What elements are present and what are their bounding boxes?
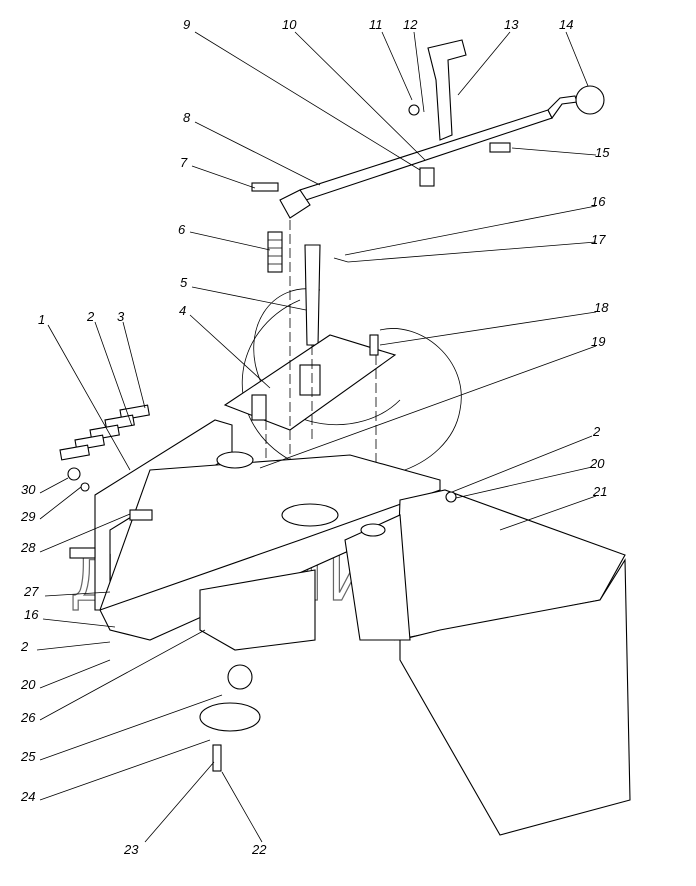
nut-11 xyxy=(408,104,420,116)
spring-6 xyxy=(267,231,283,273)
callout-16-left: 16 xyxy=(24,607,39,622)
callout-20-right: 20 xyxy=(589,456,605,471)
callout-19: 19 xyxy=(591,334,605,349)
callout-28: 28 xyxy=(20,540,36,555)
callout-9: 9 xyxy=(183,17,190,32)
callout-29: 29 xyxy=(20,509,35,524)
spring-rod xyxy=(267,231,349,346)
callout-3: 3 xyxy=(117,309,125,324)
callout-5: 5 xyxy=(180,275,188,290)
bolts xyxy=(59,404,153,559)
block-26 xyxy=(199,569,316,651)
callout-11: 11 xyxy=(369,17,383,32)
callout-20-left: 20 xyxy=(20,677,36,692)
bolt-28 xyxy=(129,509,153,521)
callout-23: 23 xyxy=(123,842,139,857)
callout-8: 8 xyxy=(183,110,191,125)
callout-30: 30 xyxy=(21,482,36,497)
callout-15: 15 xyxy=(595,145,610,160)
callout-27: 27 xyxy=(23,584,39,599)
callout-18: 18 xyxy=(594,300,609,315)
callout-7: 7 xyxy=(180,155,188,170)
lug xyxy=(251,394,267,421)
cotter-pin-10 xyxy=(419,167,435,187)
callout-2-left: 2 xyxy=(20,639,29,654)
pin-7 xyxy=(251,182,279,192)
callout-17: 17 xyxy=(591,232,606,247)
lever-clevis xyxy=(279,189,311,219)
callout-22: 22 xyxy=(251,842,267,857)
callout-1: 1 xyxy=(38,312,45,327)
callout-labels: 9 10 11 12 13 14 8 7 15 16 6 17 5 4 18 1… xyxy=(20,17,610,857)
callout-16: 16 xyxy=(591,194,606,209)
callout-13: 13 xyxy=(504,17,519,32)
callout-26: 26 xyxy=(20,710,36,725)
flange-25 xyxy=(199,702,261,732)
lower-parts xyxy=(199,664,261,772)
callout-2-right: 2 xyxy=(592,424,601,439)
lever-arm xyxy=(547,95,578,120)
rod-5 xyxy=(304,244,321,346)
handle-knob xyxy=(575,85,605,115)
callout-10: 10 xyxy=(282,17,297,32)
screw-22 xyxy=(212,744,222,772)
lever-assembly xyxy=(251,39,605,219)
callout-2-top: 2 xyxy=(86,309,95,324)
ball xyxy=(227,664,253,690)
callout-14: 14 xyxy=(559,17,573,32)
callout-24: 24 xyxy=(20,789,35,804)
callout-6: 6 xyxy=(178,222,186,237)
callout-21: 21 xyxy=(592,484,607,499)
bracket-plate-13 xyxy=(427,39,467,141)
callout-25: 25 xyxy=(20,749,36,764)
plate-4 xyxy=(223,334,397,431)
bolt-15 xyxy=(489,142,511,153)
bolt-18 xyxy=(369,334,379,356)
leader-lines xyxy=(36,31,597,843)
main-frame xyxy=(94,419,441,651)
callout-4: 4 xyxy=(179,303,186,318)
callout-12: 12 xyxy=(403,17,418,32)
bushing xyxy=(299,364,321,396)
cover-21 xyxy=(344,489,631,836)
